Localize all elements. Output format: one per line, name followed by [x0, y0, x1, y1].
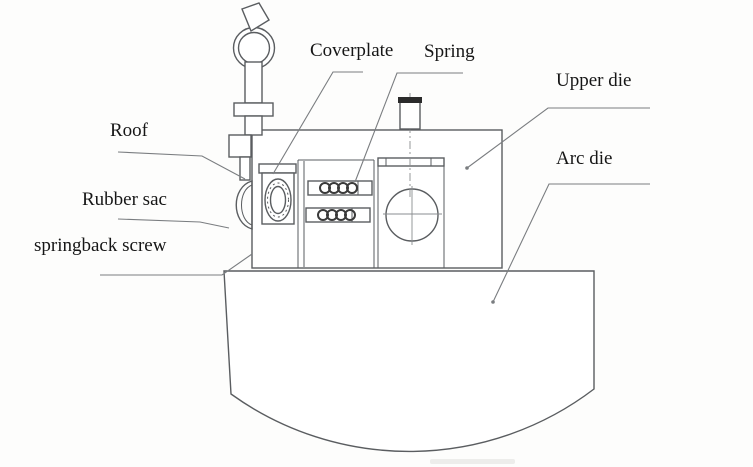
- post-cover-strip: [377, 157, 445, 167]
- label-roof: Roof: [110, 120, 149, 141]
- label-spring: Spring: [424, 41, 475, 62]
- leader-springback-screw: [100, 253, 253, 276]
- sac-ellipse-inner: [269, 185, 287, 215]
- leader-dot-upper-die: [465, 166, 469, 170]
- leader-arc-die: [492, 183, 650, 303]
- leader-spring: [354, 72, 463, 183]
- leader-roof: [117, 151, 246, 180]
- rod-flange: [233, 102, 274, 117]
- rubber-sac-bulge-inner: [241, 184, 253, 226]
- leader-rubber-sac: [117, 218, 230, 229]
- rod-upper: [244, 61, 263, 104]
- slot-above-spring: [316, 161, 370, 181]
- label-upper-die: Upper die: [556, 70, 631, 91]
- scan-artifact: [430, 459, 515, 464]
- leader-dot-arc-die: [491, 300, 495, 304]
- label-springback-screw: springback screw: [34, 235, 167, 256]
- leader-upper-die: [466, 107, 650, 169]
- label-coverplate: Coverplate: [310, 40, 393, 61]
- leader-coverplate: [272, 71, 363, 175]
- leader-lines: [100, 71, 650, 304]
- sac-ellipse-hatch-ring: [267, 182, 289, 218]
- rubber-sac-bulge-outer: [235, 180, 253, 230]
- labels: Coverplate Spring Upper die Arc die Roof…: [34, 40, 631, 256]
- inner-die-post: [377, 157, 445, 268]
- arc-die-block: [223, 270, 595, 453]
- rod-mid: [244, 115, 263, 136]
- spring-top: [307, 180, 373, 196]
- label-arc-die: Arc die: [556, 148, 612, 169]
- bolt-cap: [398, 97, 422, 103]
- rod-collar: [228, 134, 252, 158]
- hook-rod-assembly: [228, 2, 276, 181]
- label-rubber-sac: Rubber sac: [82, 189, 167, 210]
- top-bolt: [398, 93, 422, 199]
- hook-tab: [241, 2, 270, 33]
- sac-ellipse-outer: [264, 178, 292, 222]
- rubber-sac-assembly: [235, 163, 297, 230]
- rod-lower: [239, 156, 251, 181]
- spring-bottom: [305, 207, 371, 223]
